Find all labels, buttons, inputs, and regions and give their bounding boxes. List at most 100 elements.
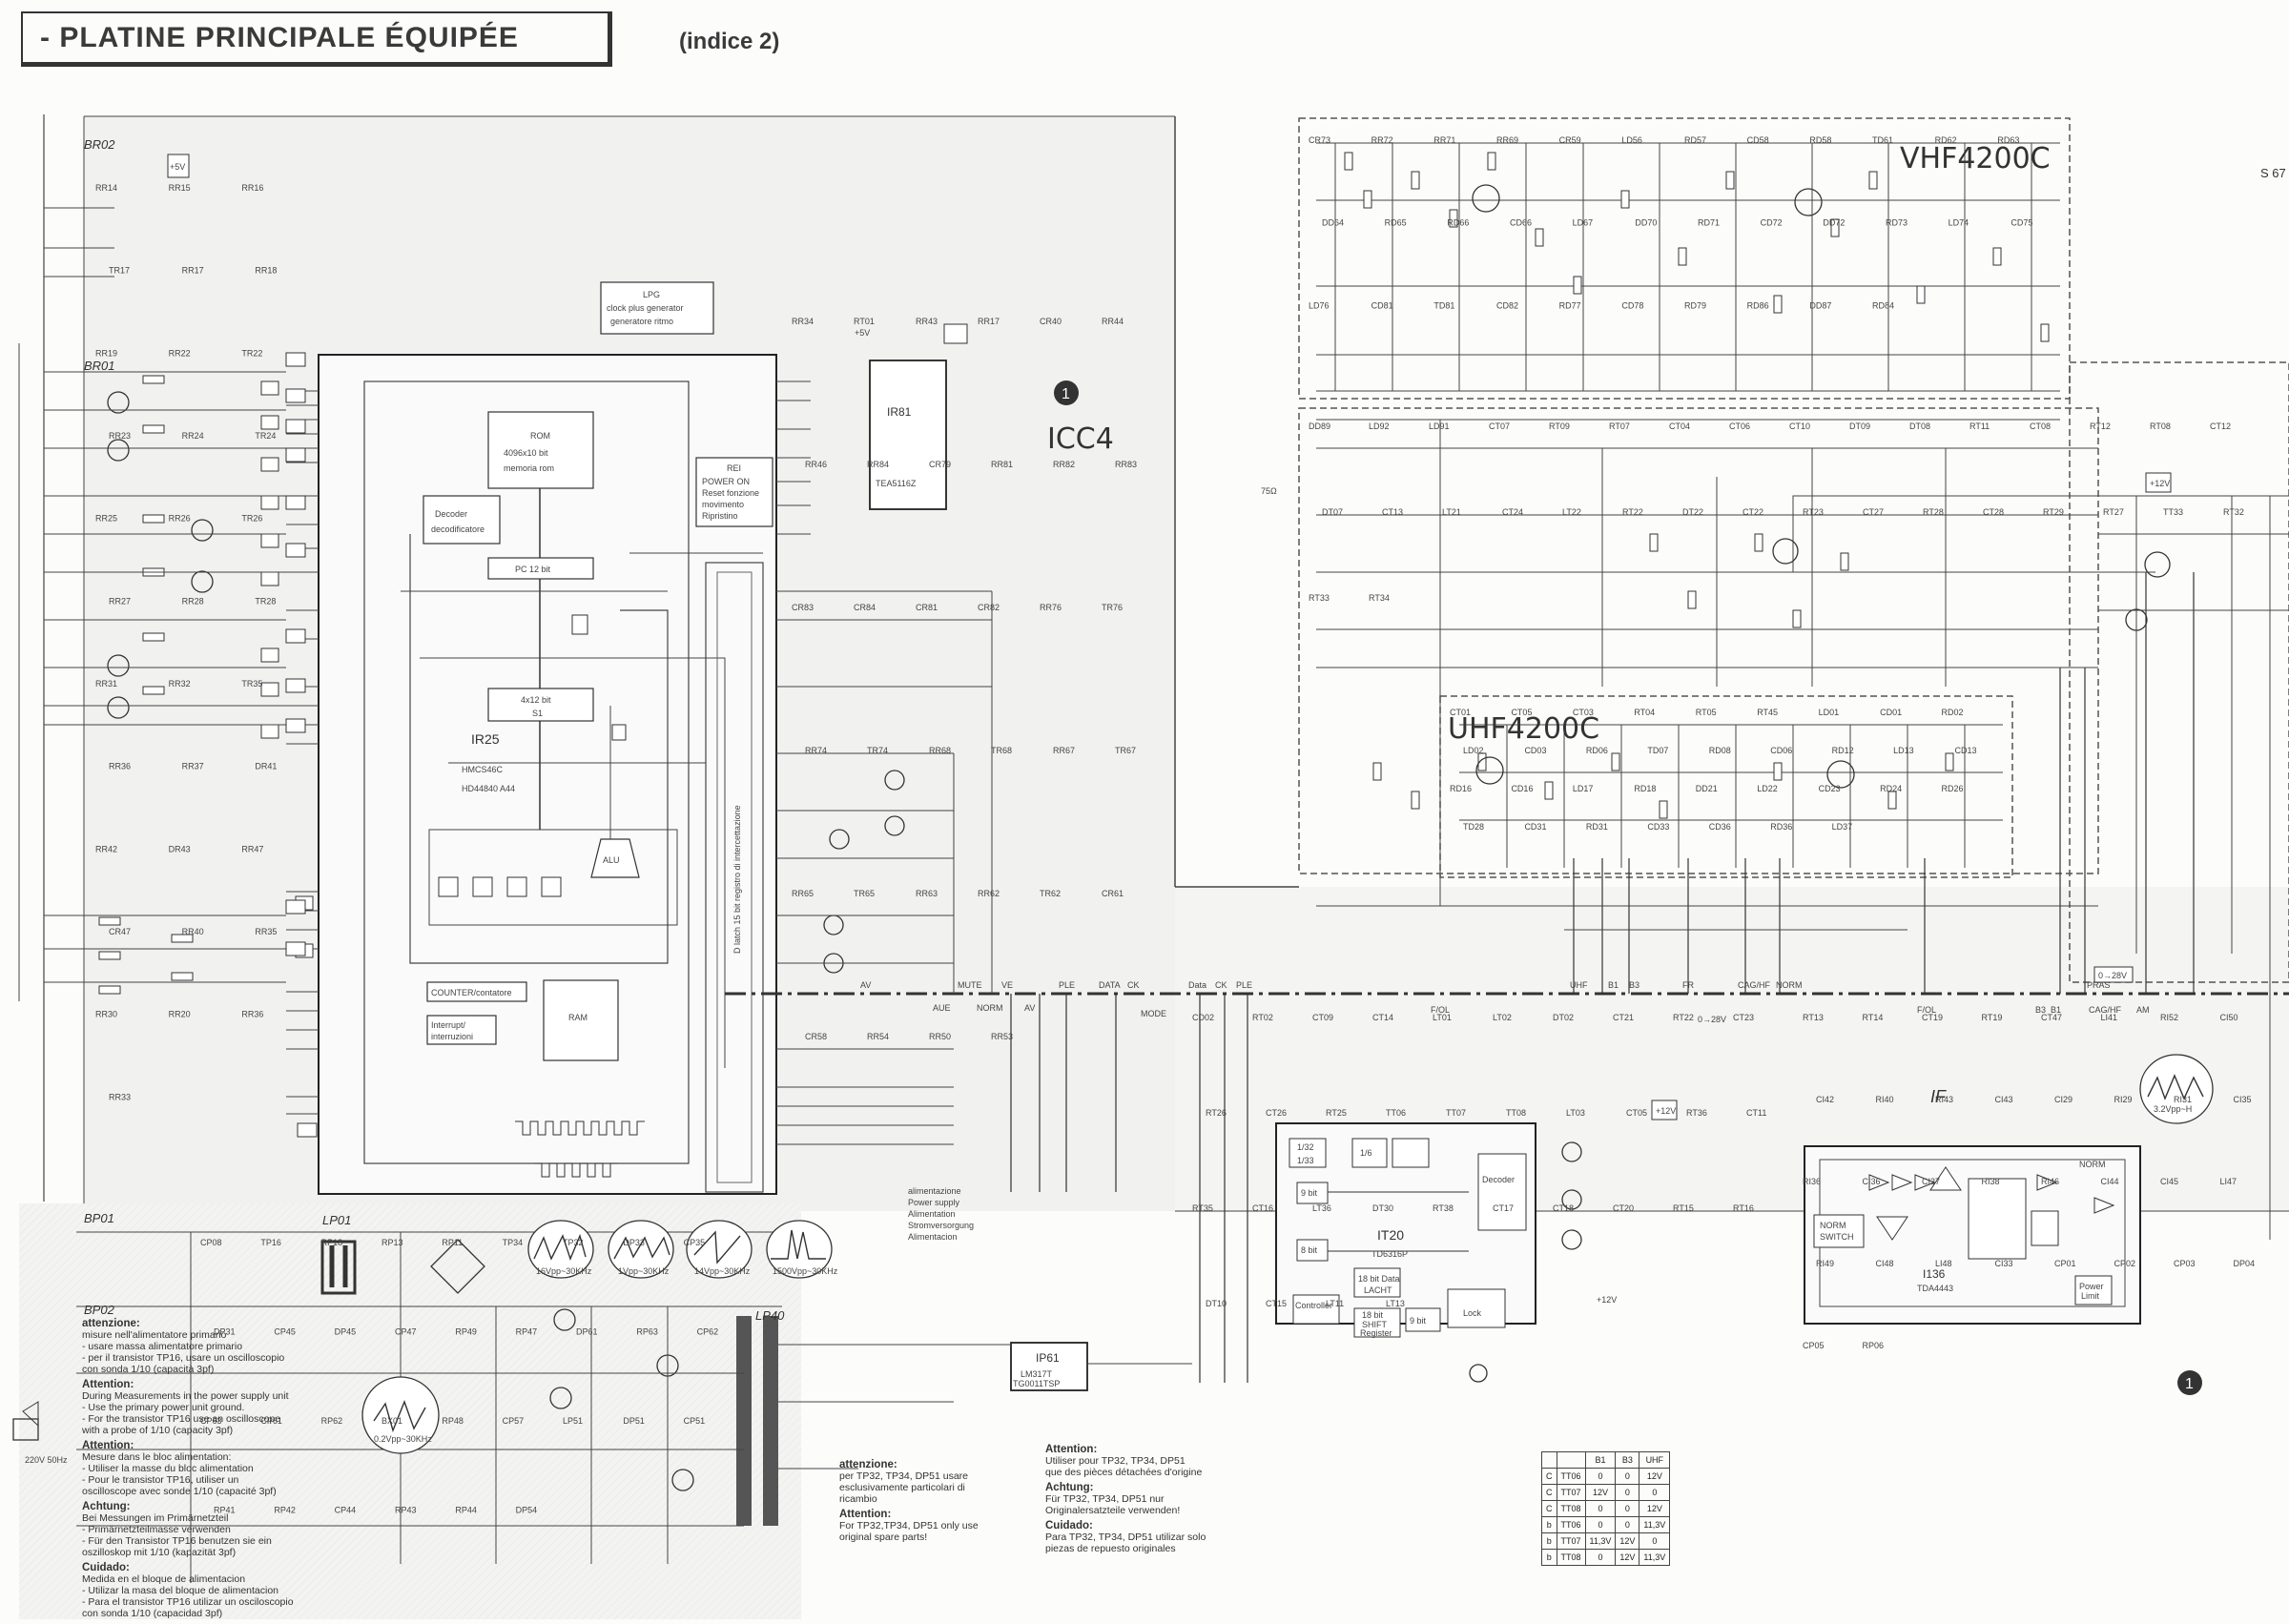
ps-line1: alimentazione bbox=[908, 1186, 961, 1196]
it20-div1: 1/32 bbox=[1297, 1142, 1314, 1152]
table-cell: 12V bbox=[1639, 1500, 1671, 1517]
note-line: Bei Messungen im Primärnetzteil bbox=[82, 1512, 229, 1524]
component-ref: RT32 bbox=[2223, 507, 2244, 517]
component-ref: RR37 bbox=[182, 762, 204, 771]
component-ref: DP61 bbox=[576, 1327, 598, 1337]
component-ref: CD13 bbox=[1955, 746, 1977, 755]
component-ref: TD07 bbox=[1647, 746, 1668, 755]
note-line: - Utilizar la masa del bloque de aliment… bbox=[82, 1585, 279, 1596]
component-ref: CR84 bbox=[854, 603, 876, 612]
sp-block bbox=[487, 688, 594, 722]
if-label: IF bbox=[1930, 1087, 1947, 1106]
ip61-chip bbox=[1010, 1342, 1088, 1391]
table-cell: 0 bbox=[1584, 1516, 1617, 1533]
component-ref: DT08 bbox=[1909, 421, 1930, 431]
component-ref: TR22 bbox=[241, 348, 262, 358]
component-ref: DT07 bbox=[1322, 507, 1343, 517]
component-ref: RR23 bbox=[109, 431, 131, 441]
note-line: - Para el transistor TP16 utilizar un os… bbox=[82, 1596, 294, 1608]
component-ref: RR65 bbox=[792, 889, 814, 898]
component-ref: LD01 bbox=[1819, 708, 1840, 717]
note-heading: Achtung: bbox=[82, 1501, 131, 1512]
component-ref: CP08 bbox=[200, 1238, 222, 1247]
decoder-line2: decodificatore bbox=[431, 524, 485, 534]
bus-label-ve: VE bbox=[1001, 980, 1013, 990]
component-ref: LT02 bbox=[1493, 1013, 1512, 1022]
component-ref: CP05 bbox=[1803, 1341, 1825, 1350]
table-cell: b bbox=[1541, 1549, 1557, 1566]
component-ref: RP41 bbox=[214, 1506, 236, 1515]
component-ref: RD02 bbox=[1942, 708, 1964, 717]
bus-label-ck-1: CK bbox=[1127, 980, 1140, 990]
component-ref: CP51 bbox=[684, 1416, 706, 1426]
component-ref: LD02 bbox=[1463, 746, 1484, 755]
component-ref: RD31 bbox=[1586, 822, 1608, 832]
table-cell: TT06 bbox=[1556, 1516, 1586, 1533]
component-ref: RR50 bbox=[929, 1032, 951, 1041]
ir25-name: IR25 bbox=[471, 731, 500, 747]
it20-controller: Controller bbox=[1295, 1301, 1332, 1310]
plug-75-label: 75Ω bbox=[1261, 486, 1277, 496]
icc4-label: ICC4 bbox=[1047, 422, 1114, 456]
component-ref: TR76 bbox=[1102, 603, 1123, 612]
component-ref: RR62 bbox=[978, 889, 1000, 898]
component-ref: RD58 bbox=[1809, 135, 1831, 145]
component-ref: TD28 bbox=[1463, 822, 1484, 832]
component-ref: RR32 bbox=[169, 679, 191, 689]
component-ref: DP31 bbox=[214, 1327, 236, 1337]
table-cell: 12V bbox=[1615, 1532, 1640, 1550]
title-box: - PLATINE PRINCIPALE ÉQUIPÉE bbox=[21, 11, 612, 67]
component-ref: RR44 bbox=[1102, 317, 1124, 326]
bp01-label: BP01 bbox=[84, 1211, 114, 1225]
component-ref: CD33 bbox=[1647, 822, 1669, 832]
component-ref: RD66 bbox=[1447, 218, 1469, 228]
component-ref: LD74 bbox=[1949, 218, 1969, 228]
bp02-label: BP02 bbox=[84, 1303, 115, 1317]
component-ref: RR19 bbox=[95, 348, 117, 358]
rom-block bbox=[487, 411, 594, 489]
component-ref: CP44 bbox=[335, 1506, 357, 1515]
component-ref: DT09 bbox=[1849, 421, 1870, 431]
component-ref: DP33 bbox=[623, 1238, 645, 1247]
lpg-line1: clock plus generator bbox=[607, 303, 684, 313]
note-line: with a probe of 1/10 (capacity 3pf) bbox=[82, 1425, 234, 1436]
component-ref: CR47 bbox=[109, 927, 131, 936]
rei-block bbox=[695, 457, 773, 527]
component-ref: RT26 bbox=[1206, 1108, 1227, 1118]
supply-28v-2: 0→28V bbox=[2098, 971, 2127, 980]
component-ref: TR17 bbox=[109, 266, 130, 276]
component-ref: RI49 bbox=[1816, 1259, 1834, 1268]
component-ref: TR74 bbox=[867, 746, 888, 755]
component-ref: RI52 bbox=[2160, 1013, 2178, 1022]
component-ref: CI50 bbox=[2220, 1013, 2238, 1022]
component-ref: CT11 bbox=[1746, 1108, 1766, 1118]
component-ref: DT10 bbox=[1206, 1299, 1227, 1308]
component-ref: CD58 bbox=[1747, 135, 1769, 145]
component-ref: RP44 bbox=[455, 1506, 477, 1515]
component-ref: CR61 bbox=[1102, 889, 1124, 898]
component-ref: RT09 bbox=[1549, 421, 1570, 431]
component-ref: RP43 bbox=[395, 1506, 417, 1515]
bus-label-data-2: Data bbox=[1188, 980, 1206, 990]
ram-block bbox=[543, 979, 619, 1061]
component-ref: RI38 bbox=[1982, 1177, 2000, 1186]
component-ref: LT11 bbox=[1326, 1299, 1344, 1308]
component-ref: RR35 bbox=[255, 927, 277, 936]
component-ref: RP47 bbox=[516, 1327, 538, 1337]
i136-name: I136 bbox=[1923, 1267, 1946, 1281]
component-ref: LD92 bbox=[1369, 421, 1390, 431]
component-ref: RR40 bbox=[182, 927, 204, 936]
rom-line1: 4096x10 bit bbox=[504, 448, 548, 458]
component-ref: RT05 bbox=[1696, 708, 1717, 717]
table-cell: 0 bbox=[1584, 1549, 1617, 1566]
notes-right: Attention:Utiliser pour TP32, TP34, DP51… bbox=[1045, 1444, 1227, 1558]
table-cell: C bbox=[1541, 1500, 1557, 1517]
component-ref: CT03 bbox=[1573, 708, 1594, 717]
component-ref: RT29 bbox=[2043, 507, 2064, 517]
component-ref: RR31 bbox=[95, 679, 117, 689]
